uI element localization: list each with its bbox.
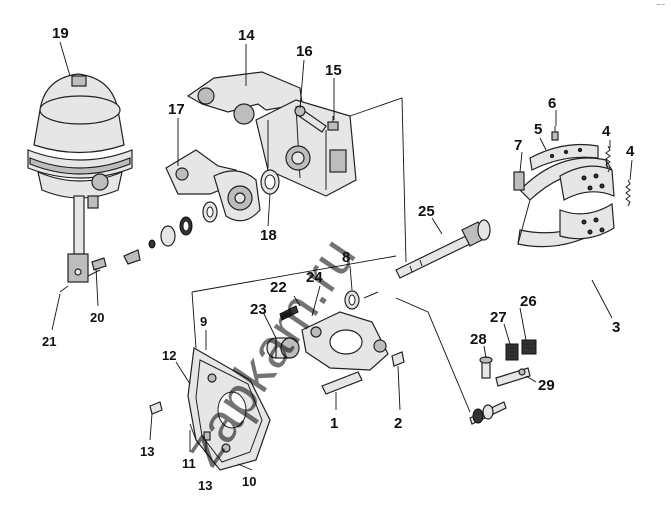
seal-8: [344, 290, 379, 310]
rivet-6: [551, 126, 559, 141]
callout-17: 17: [168, 101, 185, 118]
bolt-15: [327, 116, 339, 131]
callout-22: 22: [270, 279, 287, 296]
anchor-pin-2: [391, 351, 405, 367]
camshaft-25: [395, 219, 491, 279]
callout-28: 28: [470, 331, 487, 348]
callout-13-bottom: 13: [198, 478, 212, 493]
callout-10: 10: [242, 474, 256, 489]
callout-12: 12: [162, 348, 176, 363]
callout-labels: 19 14 16 15 17 18 6 5 4 4 7 3 25 8 22 24…: [42, 25, 635, 493]
callout-1: 1: [330, 415, 338, 432]
callout-18: 18: [260, 227, 277, 244]
brake-chamber-19: [27, 73, 133, 293]
springs-4: [605, 145, 631, 207]
callout-7: 7: [514, 137, 522, 154]
callout-4-lower: 4: [626, 143, 635, 160]
callout-24: 24: [306, 269, 323, 286]
callout-19: 19: [52, 25, 69, 42]
callout-21: 21: [42, 334, 56, 349]
washer-stack: [123, 201, 218, 265]
spider-1: [301, 311, 389, 395]
callout-5: 5: [534, 121, 542, 138]
bolt-13-lower: [203, 431, 211, 441]
callout-29: 29: [538, 377, 555, 394]
spring-27: [505, 343, 519, 361]
callout-9: 9: [200, 314, 207, 329]
pin-28: [479, 356, 493, 379]
bolt-26: [521, 339, 537, 355]
pin-11: [189, 423, 197, 441]
washer-18: [260, 169, 280, 195]
callout-13-left: 13: [140, 444, 154, 459]
corner-mark: ⁻⁻: [656, 2, 666, 12]
brake-shoes-3: [517, 157, 615, 248]
slack-adjuster-17: [165, 149, 261, 222]
callout-26: 26: [520, 293, 537, 310]
callout-27: 27: [490, 309, 507, 326]
callout-6: 6: [548, 95, 556, 112]
callout-15: 15: [325, 62, 342, 79]
callout-8: 8: [342, 249, 350, 266]
leader-lines: [51, 41, 633, 471]
callout-14: 14: [238, 27, 255, 44]
link-29: [495, 367, 531, 387]
roller-7: [513, 171, 525, 191]
bolt-16: [294, 105, 327, 133]
bushing-23: [266, 337, 300, 359]
bolt-13: [149, 401, 163, 415]
fastener-stack: [469, 401, 507, 425]
callout-16: 16: [296, 43, 313, 60]
callout-11: 11: [182, 456, 196, 471]
bushing-22: [279, 305, 299, 321]
callout-23: 23: [250, 301, 267, 318]
callout-4-upper: 4: [602, 123, 611, 140]
callout-20: 20: [90, 310, 104, 325]
callout-25: 25: [418, 203, 435, 220]
callout-3: 3: [612, 319, 620, 336]
callout-2: 2: [394, 415, 402, 432]
lining-5: [529, 143, 599, 171]
